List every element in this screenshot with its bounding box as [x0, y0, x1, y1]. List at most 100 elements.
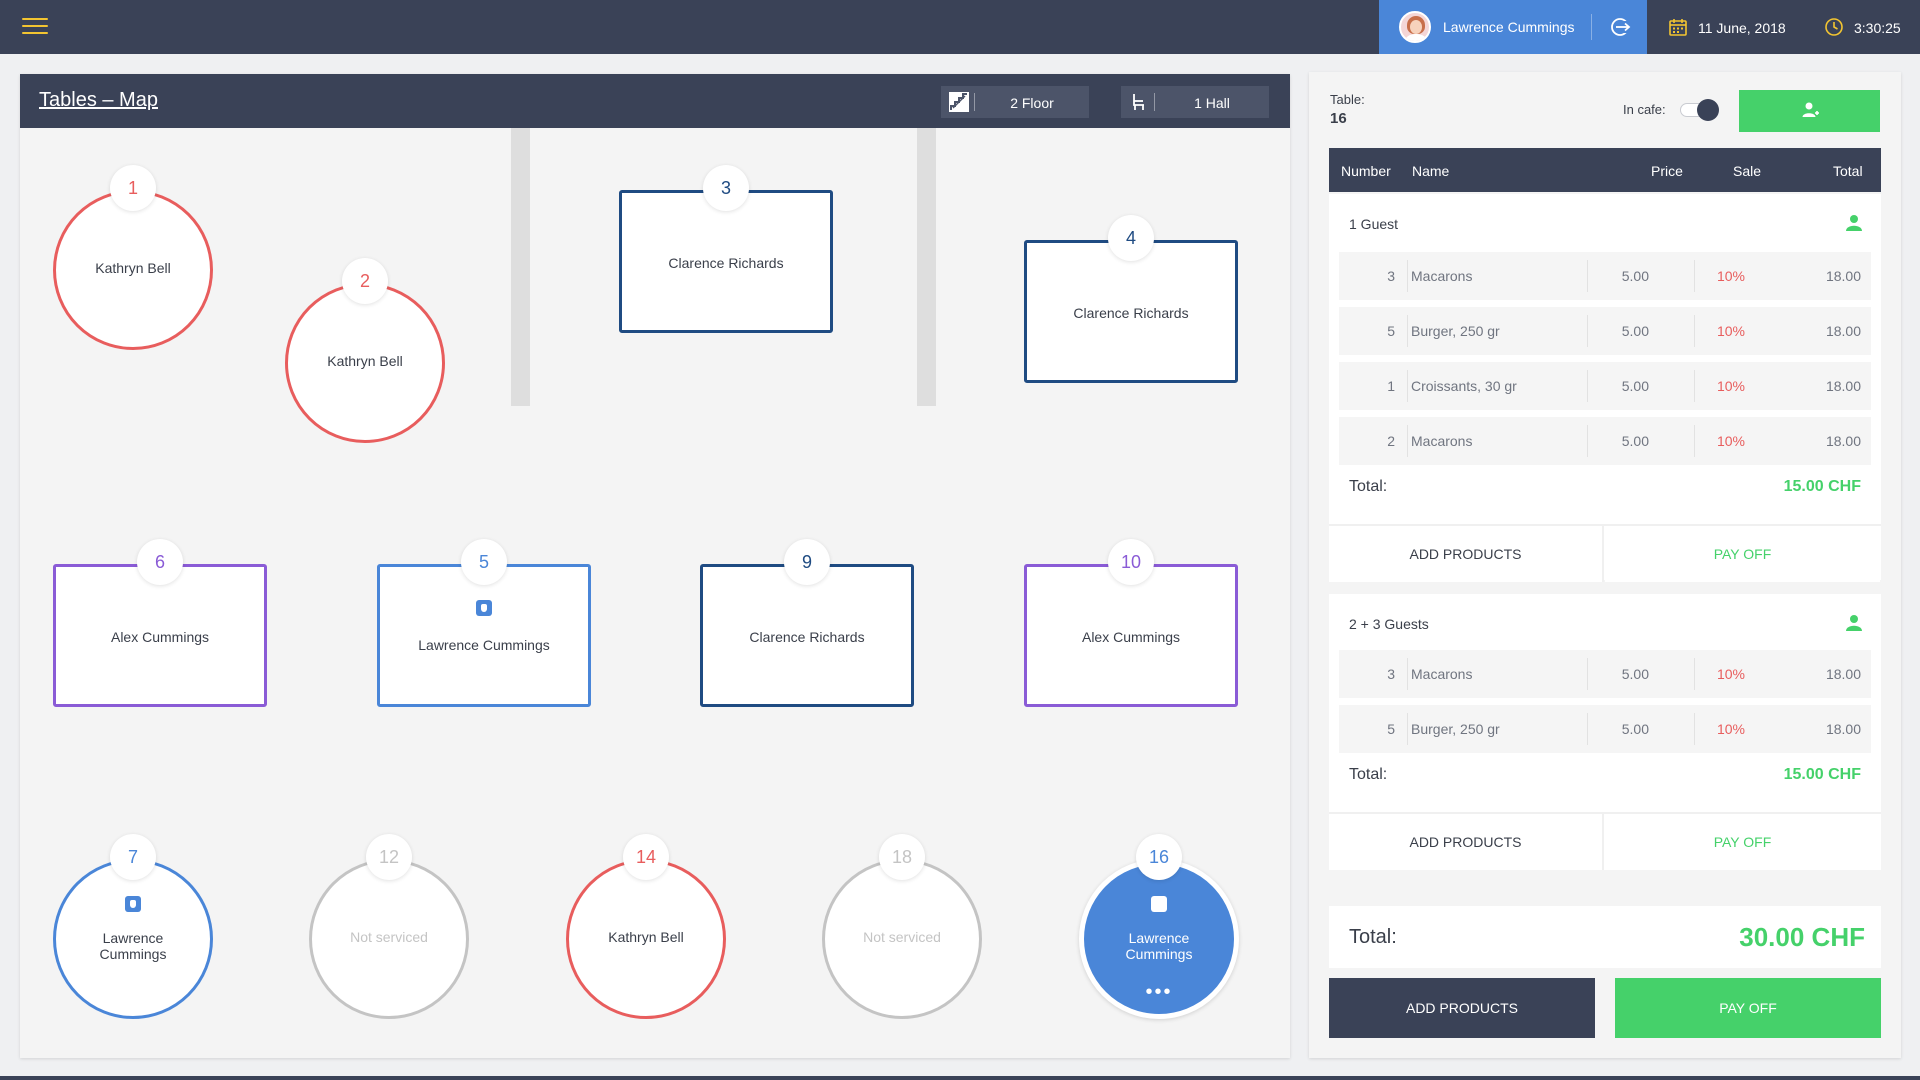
user-name: Lawrence Cummings [1443, 19, 1575, 35]
hall-selector[interactable]: 1 Hall [1121, 86, 1269, 118]
list-item[interactable]: 5 Burger, 250 gr 5.00 10% 18.00 [1339, 705, 1871, 753]
table-guest-name: Alex Cummings [110, 629, 210, 645]
table-14[interactable]: Kathryn Bell [566, 859, 726, 1019]
date-text: 11 June, 2018 [1698, 20, 1786, 36]
table-7[interactable]: Lawrence Cummings [53, 859, 213, 1019]
add-products-button[interactable]: ADD PRODUCTS [1329, 814, 1604, 870]
grand-total-value: 30.00 CHF [1739, 922, 1865, 952]
table-number-badge: 10 [1108, 539, 1154, 585]
menu-icon[interactable] [22, 18, 48, 36]
list-item[interactable]: 5 Burger, 250 gr 5.00 10% 18.00 [1339, 307, 1871, 355]
table-9[interactable]: Clarence Richards [700, 564, 914, 707]
guest-block: 2 + 3 Guests 3 Macarons 5.00 10% 18.00 5… [1329, 594, 1881, 870]
subtotal-label: Total: [1349, 478, 1388, 495]
subtotal-value: 15.00 CHF [1783, 478, 1861, 495]
table-guest-name: Kathryn Bell [95, 260, 171, 276]
subtotal-value: 15.00 CHF [1783, 766, 1861, 783]
floor-value: 2 Floor [1010, 95, 1054, 111]
table-guest-name: Not serviced [863, 929, 941, 945]
clock-icon [1825, 18, 1843, 36]
table-number-badge: 9 [784, 539, 830, 585]
guest-block: 1 Guest 3 Macarons 5.00 10% 18.00 5 Burg… [1329, 194, 1881, 582]
table-5[interactable]: Lawrence Cummings [377, 564, 591, 707]
wall-divider [917, 128, 936, 406]
avatar [1399, 11, 1431, 43]
table-guest-name: Alex Cummings [1081, 629, 1181, 645]
table-guest-name: Clarence Richards [749, 629, 865, 645]
top-bar: Lawrence Cummings 11 June, 2018 3:30:25 [0, 0, 1920, 54]
subtotal-label: Total: [1349, 766, 1388, 783]
user-block[interactable]: Lawrence Cummings [1379, 0, 1647, 54]
table-number-badge: 5 [461, 539, 507, 585]
pay-off-main-button[interactable]: PAY OFF [1615, 978, 1881, 1038]
map-header: Tables – Map 2 Floor 1 Hall [20, 74, 1290, 128]
column-name: Name [1412, 163, 1450, 179]
table-number-badge: 4 [1108, 215, 1154, 261]
add-products-button[interactable]: ADD PRODUCTS [1329, 526, 1604, 582]
table-4[interactable]: Clarence Richards [1024, 240, 1238, 383]
table-number-badge: 6 [137, 539, 183, 585]
time-text: 3:30:25 [1854, 20, 1901, 36]
column-number: Number [1341, 163, 1391, 179]
floor-selector[interactable]: 2 Floor [941, 86, 1089, 118]
column-sale: Sale [1733, 163, 1762, 179]
guest-actions: ADD PRODUCTS PAY OFF [1329, 812, 1881, 870]
list-item[interactable]: 2 Macarons 5.00 10% 18.00 [1339, 417, 1871, 465]
order-table-header: Number Name Price Sale Total [1329, 148, 1881, 192]
user-icon[interactable] [1845, 214, 1863, 232]
hall-value: 1 Hall [1194, 95, 1230, 111]
table-number-badge: 12 [366, 834, 412, 880]
table-12[interactable]: Not serviced [309, 859, 469, 1019]
table-16[interactable]: Lawrence Cummings ••• [1079, 859, 1239, 1019]
pay-off-button[interactable]: PAY OFF [1605, 814, 1880, 870]
waiter-badge-icon [476, 600, 492, 616]
calendar-icon [1669, 19, 1687, 36]
column-total: Total [1833, 163, 1863, 179]
add-guest-button[interactable] [1739, 90, 1880, 132]
table-2[interactable]: Kathryn Bell [285, 283, 445, 443]
table-18[interactable]: Not serviced [822, 859, 982, 1019]
more-icon[interactable]: ••• [1145, 981, 1173, 1003]
table-guest-name: Kathryn Bell [327, 353, 403, 369]
bottom-bar [0, 1076, 1920, 1080]
column-price: Price [1651, 163, 1683, 179]
list-item[interactable]: 3 Macarons 5.00 10% 18.00 [1339, 650, 1871, 698]
table-number-badge: 3 [703, 165, 749, 211]
table-guest-name: Clarence Richards [668, 255, 784, 271]
logout-icon[interactable] [1609, 16, 1631, 38]
table-guest-name: Lawrence Cummings [1125, 930, 1193, 962]
user-icon[interactable] [1845, 614, 1863, 632]
pay-off-button[interactable]: PAY OFF [1605, 526, 1880, 582]
table-guest-name: Lawrence Cummings [99, 930, 167, 962]
in-cafe-toggle[interactable] [1680, 99, 1720, 121]
table-3[interactable]: Clarence Richards [619, 190, 833, 333]
table-number-badge: 7 [110, 834, 156, 880]
chair-icon [1133, 94, 1144, 110]
table-number-badge: 1 [110, 165, 156, 211]
table-10[interactable]: Alex Cummings [1024, 564, 1238, 707]
table-value: 16 [1330, 110, 1347, 127]
table-guest-name: Kathryn Bell [608, 929, 684, 945]
list-item[interactable]: 1 Croissants, 30 gr 5.00 10% 18.00 [1339, 362, 1871, 410]
table-guest-name: Not serviced [350, 929, 428, 945]
waiter-badge-icon [1151, 896, 1167, 912]
table-number-badge: 16 [1136, 834, 1182, 880]
table-6[interactable]: Alex Cummings [53, 564, 267, 707]
in-cafe-label: In cafe: [1623, 102, 1666, 117]
guest-title: 2 + 3 Guests [1349, 616, 1429, 632]
user-divider [1591, 14, 1592, 40]
table-label: Table: [1330, 92, 1365, 107]
add-products-main-button[interactable]: ADD PRODUCTS [1329, 978, 1595, 1038]
table-1[interactable]: Kathryn Bell [53, 190, 213, 350]
tables-map-panel: Tables – Map 2 Floor 1 Hall Kathryn B [20, 74, 1290, 1058]
guest-actions: ADD PRODUCTS PAY OFF [1329, 524, 1881, 582]
guest-title: 1 Guest [1349, 216, 1399, 232]
table-number-badge: 2 [342, 258, 388, 304]
add-user-icon [1802, 102, 1819, 117]
grand-total: Total: 30.00 CHF [1329, 906, 1881, 968]
page-title[interactable]: Tables – Map [39, 89, 158, 111]
table-guest-name: Clarence Richards [1073, 305, 1189, 321]
table-number-badge: 18 [879, 834, 925, 880]
list-item[interactable]: 3 Macarons 5.00 10% 18.00 [1339, 252, 1871, 300]
table-guest-name: Lawrence Cummings [418, 637, 550, 653]
